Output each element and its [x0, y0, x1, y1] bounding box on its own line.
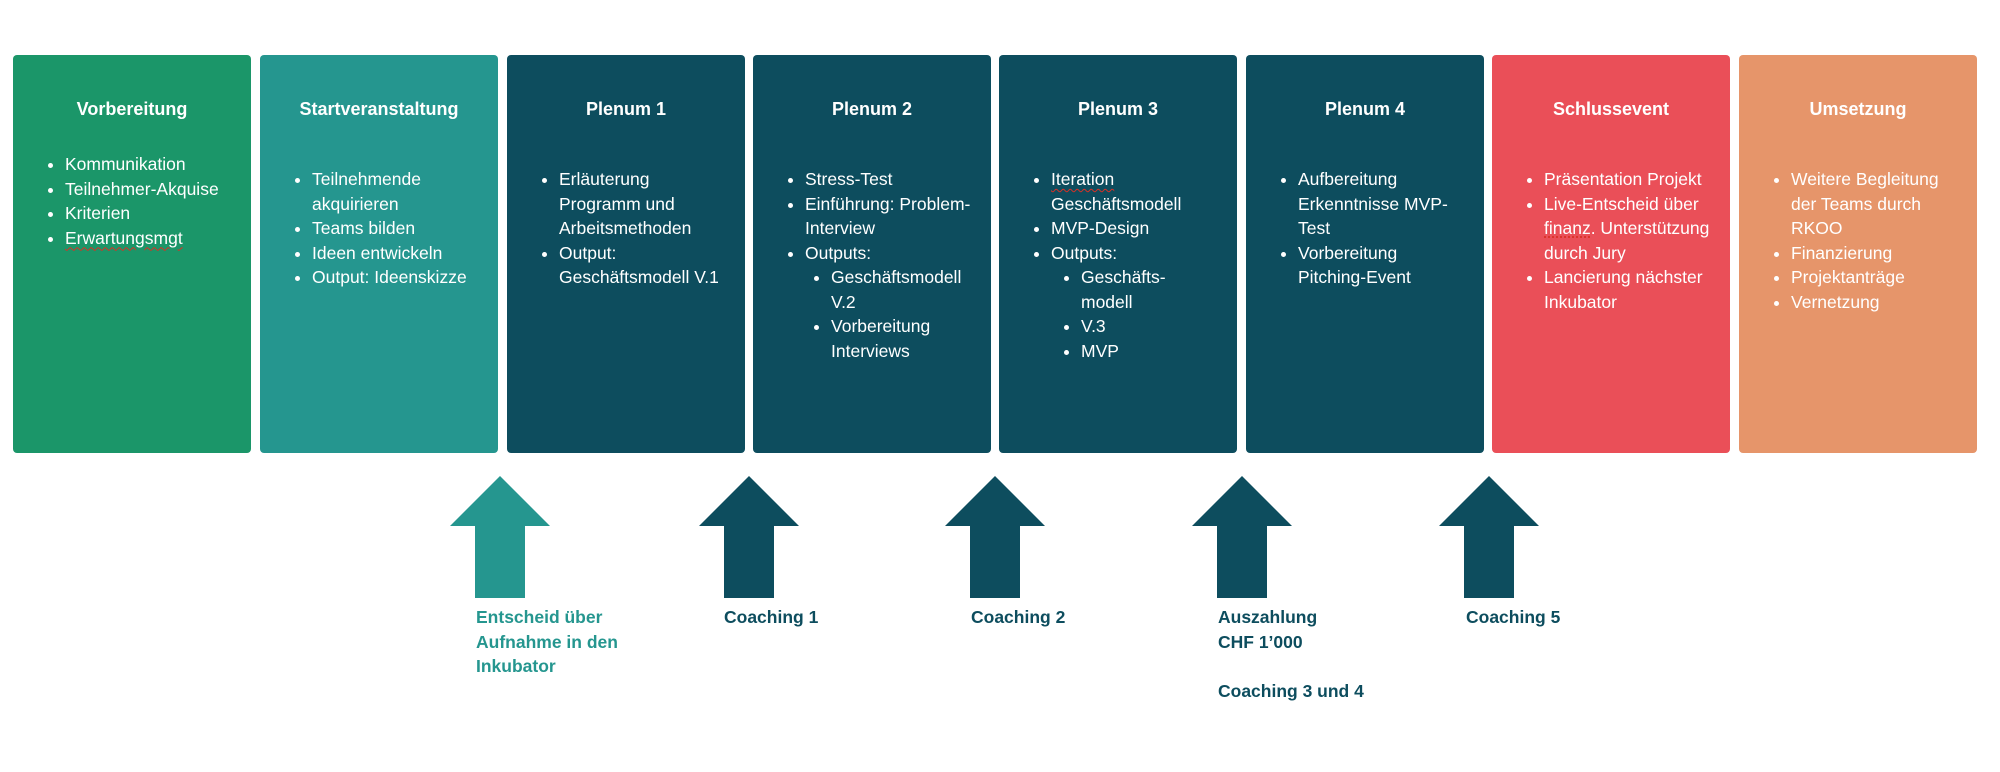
list-item: Aufbereitung Erkenntnisse MVP-Test: [1298, 167, 1464, 241]
phase-plenum-2: Plenum 2 Stress-Test Einführung: Problem…: [753, 55, 991, 453]
phase-plenum-1: Plenum 1 Erläuterung Programm und Arbeit…: [507, 55, 745, 453]
milestone-coaching-5: Coaching 5: [1466, 607, 1561, 627]
list-item: Iteration Geschäftsmodell: [1051, 167, 1217, 216]
list-item: Teilnehmer-Akquise: [65, 177, 231, 202]
list-item: Ideen entwickeln: [312, 241, 478, 266]
up-arrow-icon: [450, 476, 550, 598]
sub-list-item: Geschäfts-modell: [1081, 265, 1171, 314]
list-item: Output: Ideenskizze: [312, 265, 478, 290]
list-item: Output: Geschäftsmodell V.1: [559, 241, 725, 290]
phase-plenum-3: Plenum 3 Iteration Geschäftsmodell MVP-D…: [999, 55, 1237, 453]
sub-list-item: V.3: [1081, 314, 1217, 339]
list-item-label: Outputs:: [805, 242, 872, 263]
phase-plenum-4: Plenum 4 Aufbereitung Erkenntnisse MVP-T…: [1246, 55, 1484, 453]
phase-title: Umsetzung: [1809, 99, 1907, 119]
list-item: Stress-Test: [805, 167, 971, 192]
sub-list-item: Vorbereitung Interviews: [831, 314, 971, 363]
list-item-text: Geschäftsmodell: [1051, 193, 1182, 214]
list-item-text: Live-Entscheid über: [1544, 193, 1699, 214]
phase-title: Vorbereitung: [76, 99, 188, 119]
list-item: Outputs: Geschäfts-modell V.3 MVP: [1051, 241, 1217, 364]
up-arrow-icon: [1192, 476, 1292, 598]
list-item: Lancierung nächster Inkubator: [1544, 265, 1710, 314]
phase-umsetzung: Umsetzung Weitere Begleitung der Teams d…: [1739, 55, 1977, 453]
sub-list-item: MVP: [1081, 339, 1217, 364]
list-item: Teilnehmende akquirieren: [312, 167, 478, 216]
phase-title: Schlussevent: [1552, 99, 1670, 119]
up-arrow-icon: [1439, 476, 1539, 598]
phase-vorbereitung: Vorbereitung Kommunikation Teilnehmer-Ak…: [13, 55, 251, 453]
spellcheck-underlined-text: finanz: [1544, 218, 1591, 238]
list-item: Outputs: Geschäftsmodell V.2 Vorbereitun…: [805, 241, 971, 364]
list-item: Präsentation Projekt: [1544, 167, 1710, 192]
list-item: Weitere Begleitung der Teams durch RKOO: [1791, 167, 1957, 241]
list-item: Kommunikation: [65, 152, 231, 177]
list-item: Erläuterung Programm und Arbeitsmethoden: [559, 167, 725, 241]
milestone-entscheid: Entscheid über Aufnahme in den Inkubator: [476, 607, 618, 676]
milestone-auszahlung: Auszahlung CHF 1’000 Coaching 3 und 4: [1218, 607, 1364, 701]
milestone-coaching-2: Coaching 2: [971, 607, 1066, 627]
list-item: Einführung: Problem-Interview: [805, 192, 971, 241]
list-item: Erwartungsmgt: [65, 226, 231, 251]
list-item: Teams bilden: [312, 216, 478, 241]
list-item: Vernetzung: [1791, 290, 1957, 315]
phase-title: Plenum 4: [1324, 99, 1406, 119]
list-item: Projektanträge: [1791, 265, 1957, 290]
phase-schlussevent: Schlussevent Präsentation Projekt Live-E…: [1492, 55, 1730, 453]
list-item: Vorbereitung Pitching-Event: [1298, 241, 1464, 290]
spellcheck-underlined-text: Erwartungsmgt: [65, 227, 183, 248]
list-item: MVP-Design: [1051, 216, 1217, 241]
milestone-coaching-1: Coaching 1: [724, 607, 819, 627]
list-item-text: . Unterstützung durch Jury: [1544, 218, 1710, 263]
phase-startveranstaltung: Startveranstaltung Teilnehmende akquirie…: [260, 55, 498, 453]
sub-list-item: Geschäftsmodell V.2: [831, 265, 971, 314]
list-item: Live-Entscheid über finanz. Unterstützun…: [1544, 192, 1710, 266]
phase-title: Startveranstaltung: [299, 99, 459, 119]
spellcheck-underlined-text: Iteration: [1051, 169, 1115, 189]
list-item: Finanzierung: [1791, 241, 1957, 266]
up-arrow-icon: [699, 476, 799, 598]
phase-title: Plenum 1: [585, 99, 667, 119]
list-item: Kriterien: [65, 201, 231, 226]
up-arrow-icon: [945, 476, 1045, 598]
phase-title: Plenum 2: [831, 99, 913, 119]
phase-title: Plenum 3: [1077, 99, 1159, 119]
list-item-label: Outputs:: [1051, 242, 1118, 263]
